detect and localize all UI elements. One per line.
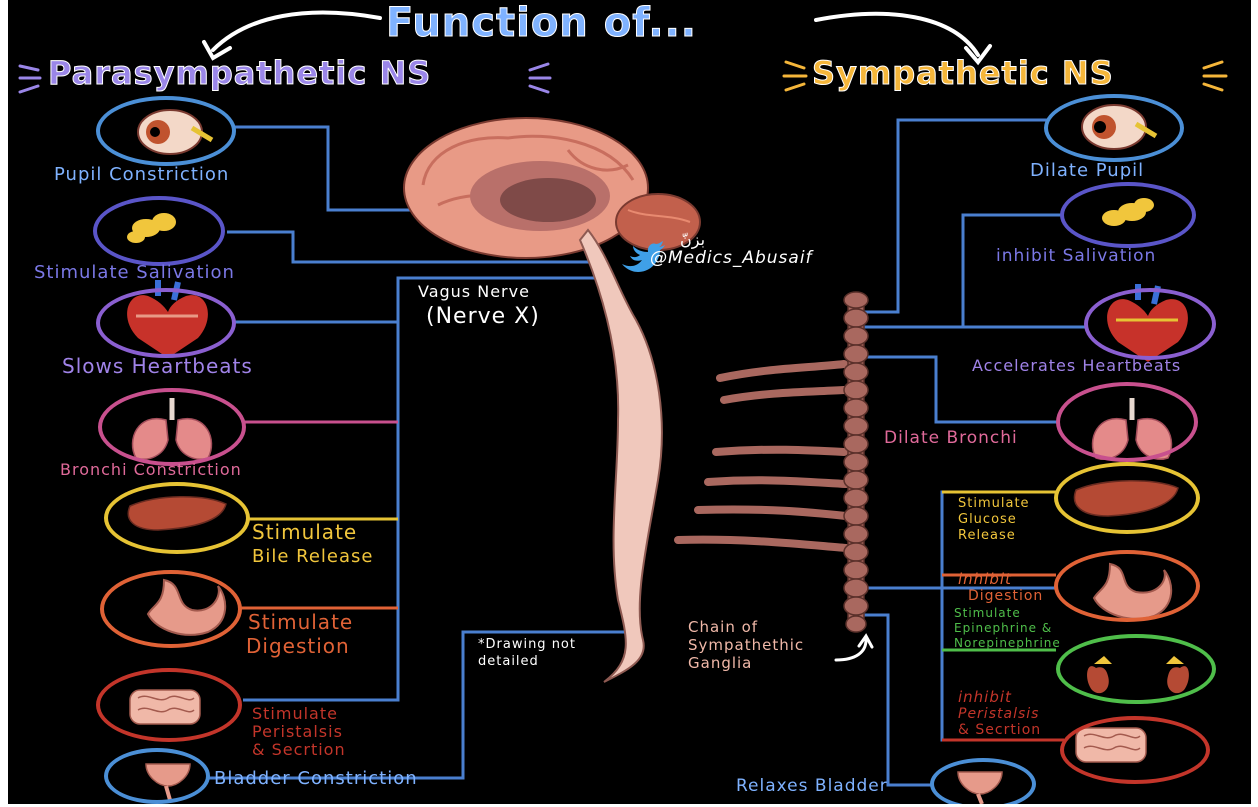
symp-glucose-label-1: Stimulate	[958, 496, 1030, 511]
sympathetic-ganglia-chain	[844, 292, 868, 632]
symp-pupil-label: Dilate Pupil	[1030, 160, 1144, 181]
para-pupil-label: Pupil Constriction	[54, 164, 229, 185]
infographic-canvas: Function of... Parasympathetic NS Sympat…	[8, 0, 1251, 804]
parasympathetic-title: Parasympathetic NS	[48, 54, 431, 92]
salivation-circle-right	[1060, 182, 1196, 248]
symp-epi-label-2: Epinephrine &	[954, 621, 1052, 635]
symp-epi-label-1: Stimulate	[954, 606, 1021, 620]
symp-epi-label-3: Norepinephrine	[954, 636, 1061, 650]
chain-ganglia-label: Chain of Sympathethic Ganglia	[688, 618, 838, 672]
spinal-cord-icon	[580, 230, 662, 682]
symp-peristalsis-label-3: & Secrtion	[958, 722, 1041, 738]
pupil-circle-right	[1044, 94, 1184, 162]
pupil-circle-left	[96, 96, 236, 166]
para-digestion-label-1: Stimulate	[248, 610, 353, 634]
symp-bronchi-label: Dilate Bronchi	[884, 428, 1018, 448]
liver-circle-left	[104, 482, 250, 554]
vagus-nerve-sub-label: (Nerve X)	[426, 304, 540, 329]
intestine-circle-left	[96, 668, 242, 742]
symp-glucose-label-3: Release	[958, 528, 1016, 543]
chain-arrow-icon	[836, 636, 872, 660]
para-bile-label-1: Stimulate	[252, 520, 357, 544]
lungs-circle-left	[98, 388, 246, 466]
para-bronchi-label: Bronchi Constriction	[60, 460, 242, 479]
heart-circle-right	[1084, 288, 1216, 360]
symp-salivation-label: inhibit Salivation	[996, 246, 1156, 266]
para-peristalsis-label-3: & Secrtion	[252, 740, 346, 759]
stomach-circle-left	[100, 570, 242, 648]
page-title: Function of...	[386, 0, 697, 46]
symp-heart-label: Accelerates Heartbeats	[972, 356, 1181, 375]
liver-circle-right	[1054, 462, 1200, 534]
para-salivation-label: Stimulate Salivation	[34, 262, 235, 283]
credit-handle: @Medics_Abusaif	[650, 248, 813, 268]
symp-digestion-label-2: Digestion	[968, 588, 1043, 604]
vagus-nerve-label: Vagus Nerve	[418, 282, 530, 301]
para-peristalsis-label-2: Peristalsis	[252, 722, 343, 741]
drawing-note: *Drawing not detailed	[478, 636, 598, 670]
symp-peristalsis-label-2: Peristalsis	[958, 706, 1039, 722]
symp-digestion-label-1: inhibit	[958, 570, 1012, 588]
brain-icon	[404, 118, 700, 258]
bladder-circle-right	[930, 758, 1036, 804]
heart-circle-left	[96, 288, 236, 358]
para-peristalsis-label-1: Stimulate	[252, 704, 338, 723]
para-bile-label-2: Bile Release	[252, 546, 373, 567]
para-digestion-label-2: Digestion	[246, 634, 350, 658]
credit-arabic: بزنّ	[680, 230, 705, 249]
adrenal-circle-right	[1056, 634, 1216, 704]
symp-peristalsis-label-1: inhibit	[958, 688, 1012, 706]
stomach-circle-right	[1054, 550, 1200, 622]
lungs-circle-right	[1056, 382, 1198, 462]
symp-bladder-label: Relaxes Bladder	[736, 776, 888, 796]
spinal-nerve-branches	[678, 364, 846, 548]
symp-glucose-label-2: Glucose	[958, 512, 1017, 527]
intestine-circle-right	[1060, 716, 1210, 784]
salivation-circle-left	[93, 196, 225, 266]
para-bladder-label: Bladder Constriction	[214, 768, 418, 789]
bladder-circle-left	[104, 748, 210, 804]
sympathetic-title: Sympathetic NS	[812, 54, 1114, 92]
para-heart-label: Slows Heartbeats	[62, 354, 253, 378]
